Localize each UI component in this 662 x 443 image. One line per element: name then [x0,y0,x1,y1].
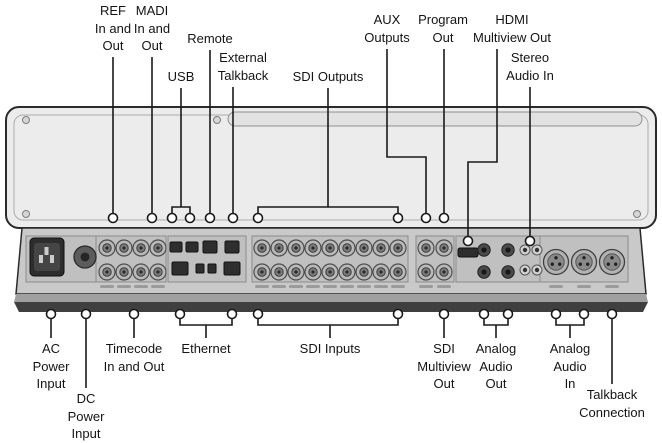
label-remote: Remote [187,31,233,46]
label-analog-audio-out: Analog Audio Out [475,341,517,391]
dc-power-connector [73,245,97,269]
screw-icon [22,210,30,218]
label-program-out: Program Out [418,12,468,45]
callout-sdi-inputs [257,319,399,338]
bnc-connectors [98,239,453,281]
screw-icon [213,116,221,124]
usb-ports [169,241,199,253]
audio-connectors [477,243,543,279]
callout-analog-audio-out [483,319,509,338]
label-ref-in-and-out: REF In and Out [94,3,132,53]
hdmi-port [457,247,479,258]
remote-port [202,240,218,254]
callout-analog-audio-in [555,319,585,338]
screw-icon [633,210,641,218]
label-ethernet: Ethernet [181,341,231,356]
callout-hdmi-multiview [467,49,498,236]
label-aux-outputs: AUX Outputs [364,12,410,45]
ethernet-ports [171,261,241,276]
label-external-talkback: External Talkback [217,50,269,83]
label-talkback-connection: Talkback Connection [579,387,645,420]
label-dc-power-input: DC Power Input [67,391,105,441]
callout-usb [171,88,191,213]
external-talkback-port [224,240,240,254]
xlr-connectors [542,248,626,276]
callout-sdi-outputs [257,88,399,213]
label-sdi-inputs: SDI Inputs [299,341,361,356]
callout-ethernet [179,319,233,338]
vent-slot [227,111,643,127]
screw-icon [22,116,30,124]
label-stereo-audio-in: Stereo Audio In [506,50,554,83]
callout-lines [45,49,618,388]
label-usb: USB [167,69,195,84]
label-timecode-in-and-out: Timecode In and Out [103,341,165,374]
chassis [5,106,657,229]
label-sdi-multiview-out: SDI Multiview Out [417,341,471,391]
label-madi-in-and-out: MADI In and Out [133,3,171,53]
label-ac-power-input: AC Power Input [32,341,70,391]
label-analog-audio-in: Analog Audio In [549,341,591,391]
callout-aux-outputs [386,49,427,213]
panel-print-marks [100,285,619,288]
label-sdi-outputs: SDI Outputs [292,69,364,84]
label-hdmi-multiview-out: HDMI Multiview Out [472,12,552,45]
ac-power-inlet [29,237,65,277]
